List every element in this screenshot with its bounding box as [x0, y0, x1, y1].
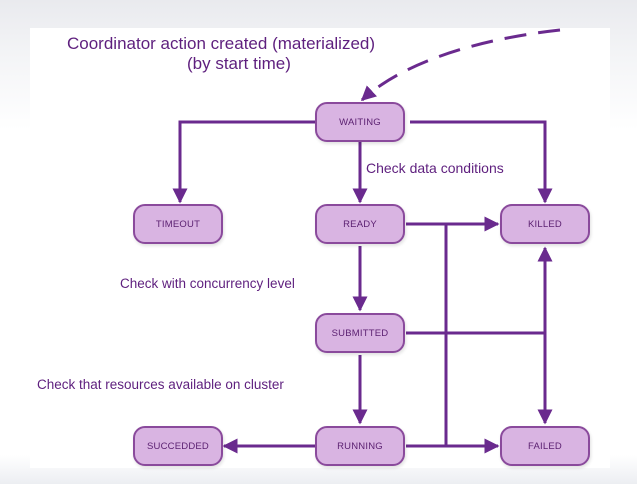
- title-line-2: (by start time): [187, 54, 291, 73]
- state-failed: FAILED: [500, 426, 590, 466]
- state-submitted: SUBMITTED: [315, 313, 405, 353]
- note-check-resources: Check that resources available on cluste…: [37, 377, 284, 392]
- note-check-concurrency: Check with concurrency level: [120, 276, 295, 291]
- edge-waiting-timeout: [172, 120, 318, 204]
- state-ready: READY: [315, 204, 405, 244]
- edge-waiting-killed: [410, 120, 553, 204]
- state-succeeded: SUCCEDDED: [133, 426, 223, 466]
- title-line-1: Coordinator action created (materialized…: [67, 34, 376, 53]
- state-waiting: WAITING: [315, 102, 405, 142]
- state-killed: KILLED: [500, 204, 590, 244]
- state-running: RUNNING: [315, 426, 405, 466]
- note-check-data: Check data conditions: [366, 160, 504, 176]
- creation-dashed-arrow: [360, 28, 561, 102]
- diagram-panel: [30, 28, 610, 468]
- state-timeout: TIMEOUT: [133, 204, 223, 244]
